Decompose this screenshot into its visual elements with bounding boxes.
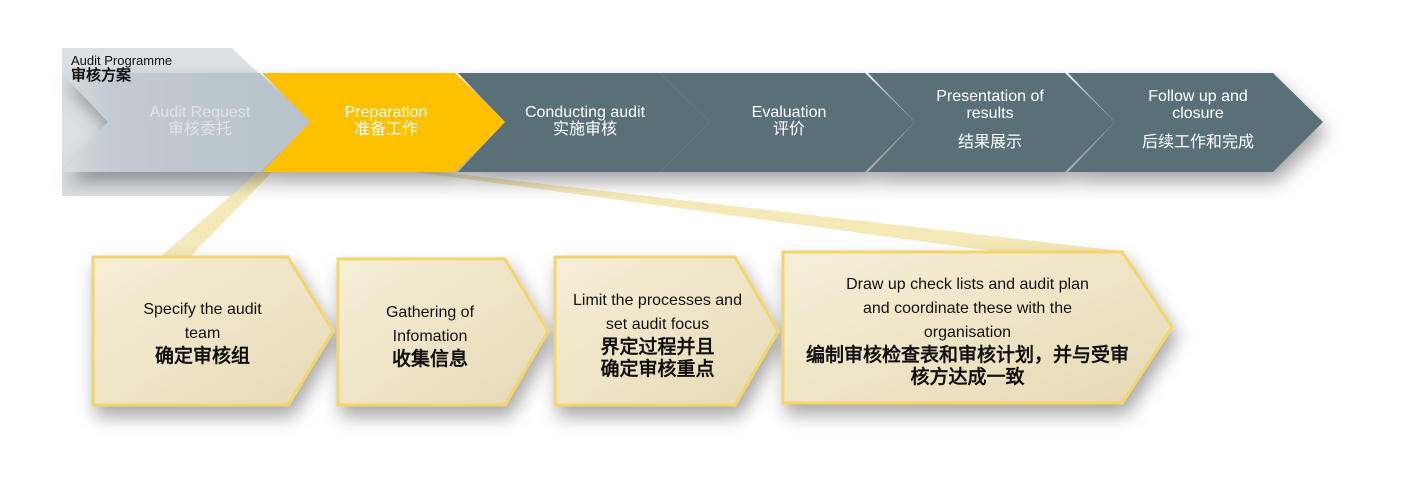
substep-en: Gathering of Infomation xyxy=(385,304,475,345)
substep-box-4[interactable] xyxy=(781,250,1174,405)
substep-en: Limit the processes and set audit focus xyxy=(573,292,742,333)
substep-label-2: Gathering of Infomation 收集信息 xyxy=(365,301,495,371)
step-en: Presentation of results xyxy=(936,88,1044,122)
step-cn: 后续工作和完成 xyxy=(1141,134,1254,151)
substep-en: Specify the audit team xyxy=(143,301,262,342)
substep-cn: 界定过程并且 确定审核重点 xyxy=(600,337,715,380)
callout-beam-left xyxy=(160,172,272,257)
callout-beam-right xyxy=(415,172,1130,252)
programme-title-en: Audit Programme xyxy=(71,53,173,68)
chevron-evaluation[interactable] xyxy=(660,73,915,172)
step-cn: 准备工作 xyxy=(353,121,418,138)
substep-box-3[interactable] xyxy=(553,255,780,407)
step-en: Follow up and closure xyxy=(1148,88,1248,122)
substep-en: Draw up check lists and audit plan and c… xyxy=(846,276,1089,341)
step-label-presentation: Presentation of results 结果展示 xyxy=(920,88,1060,151)
chevron-preparation[interactable] xyxy=(262,73,505,172)
chevron-conducting[interactable] xyxy=(458,73,710,172)
chevron-follow-up[interactable] xyxy=(1068,73,1323,172)
substep-box-1[interactable] xyxy=(91,255,335,407)
programme-title: Audit Programme 审核方案 xyxy=(71,53,172,83)
substep-label-1: Specify the audit team 确定审核组 xyxy=(125,298,280,368)
chevron-audit-request[interactable] xyxy=(62,73,310,172)
programme-title-cn: 审核方案 xyxy=(71,67,132,84)
step-en: Evaluation xyxy=(751,104,827,121)
step-cn: 审核委托 xyxy=(167,121,232,138)
substep-box-2[interactable] xyxy=(336,257,550,407)
substep-label-4: Draw up check lists and audit plan and c… xyxy=(795,273,1140,389)
chevron-presentation[interactable] xyxy=(868,73,1115,172)
substep-cn: 收集信息 xyxy=(391,349,468,370)
step-cn: 实施审核 xyxy=(552,121,617,138)
step-cn: 评价 xyxy=(772,121,805,138)
step-cn: 结果展示 xyxy=(957,134,1022,151)
substep-cn: 确定审核组 xyxy=(154,346,250,367)
step-en: Preparation xyxy=(344,104,428,121)
substep-cn: 编制审核检查表和审核计划，并与受审核方达成一致 xyxy=(805,345,1129,388)
step-en: Conducting audit xyxy=(524,104,646,121)
step-en: Audit Request xyxy=(149,104,251,121)
step-label-follow-up: Follow up and closure 后续工作和完成 xyxy=(1118,88,1278,151)
